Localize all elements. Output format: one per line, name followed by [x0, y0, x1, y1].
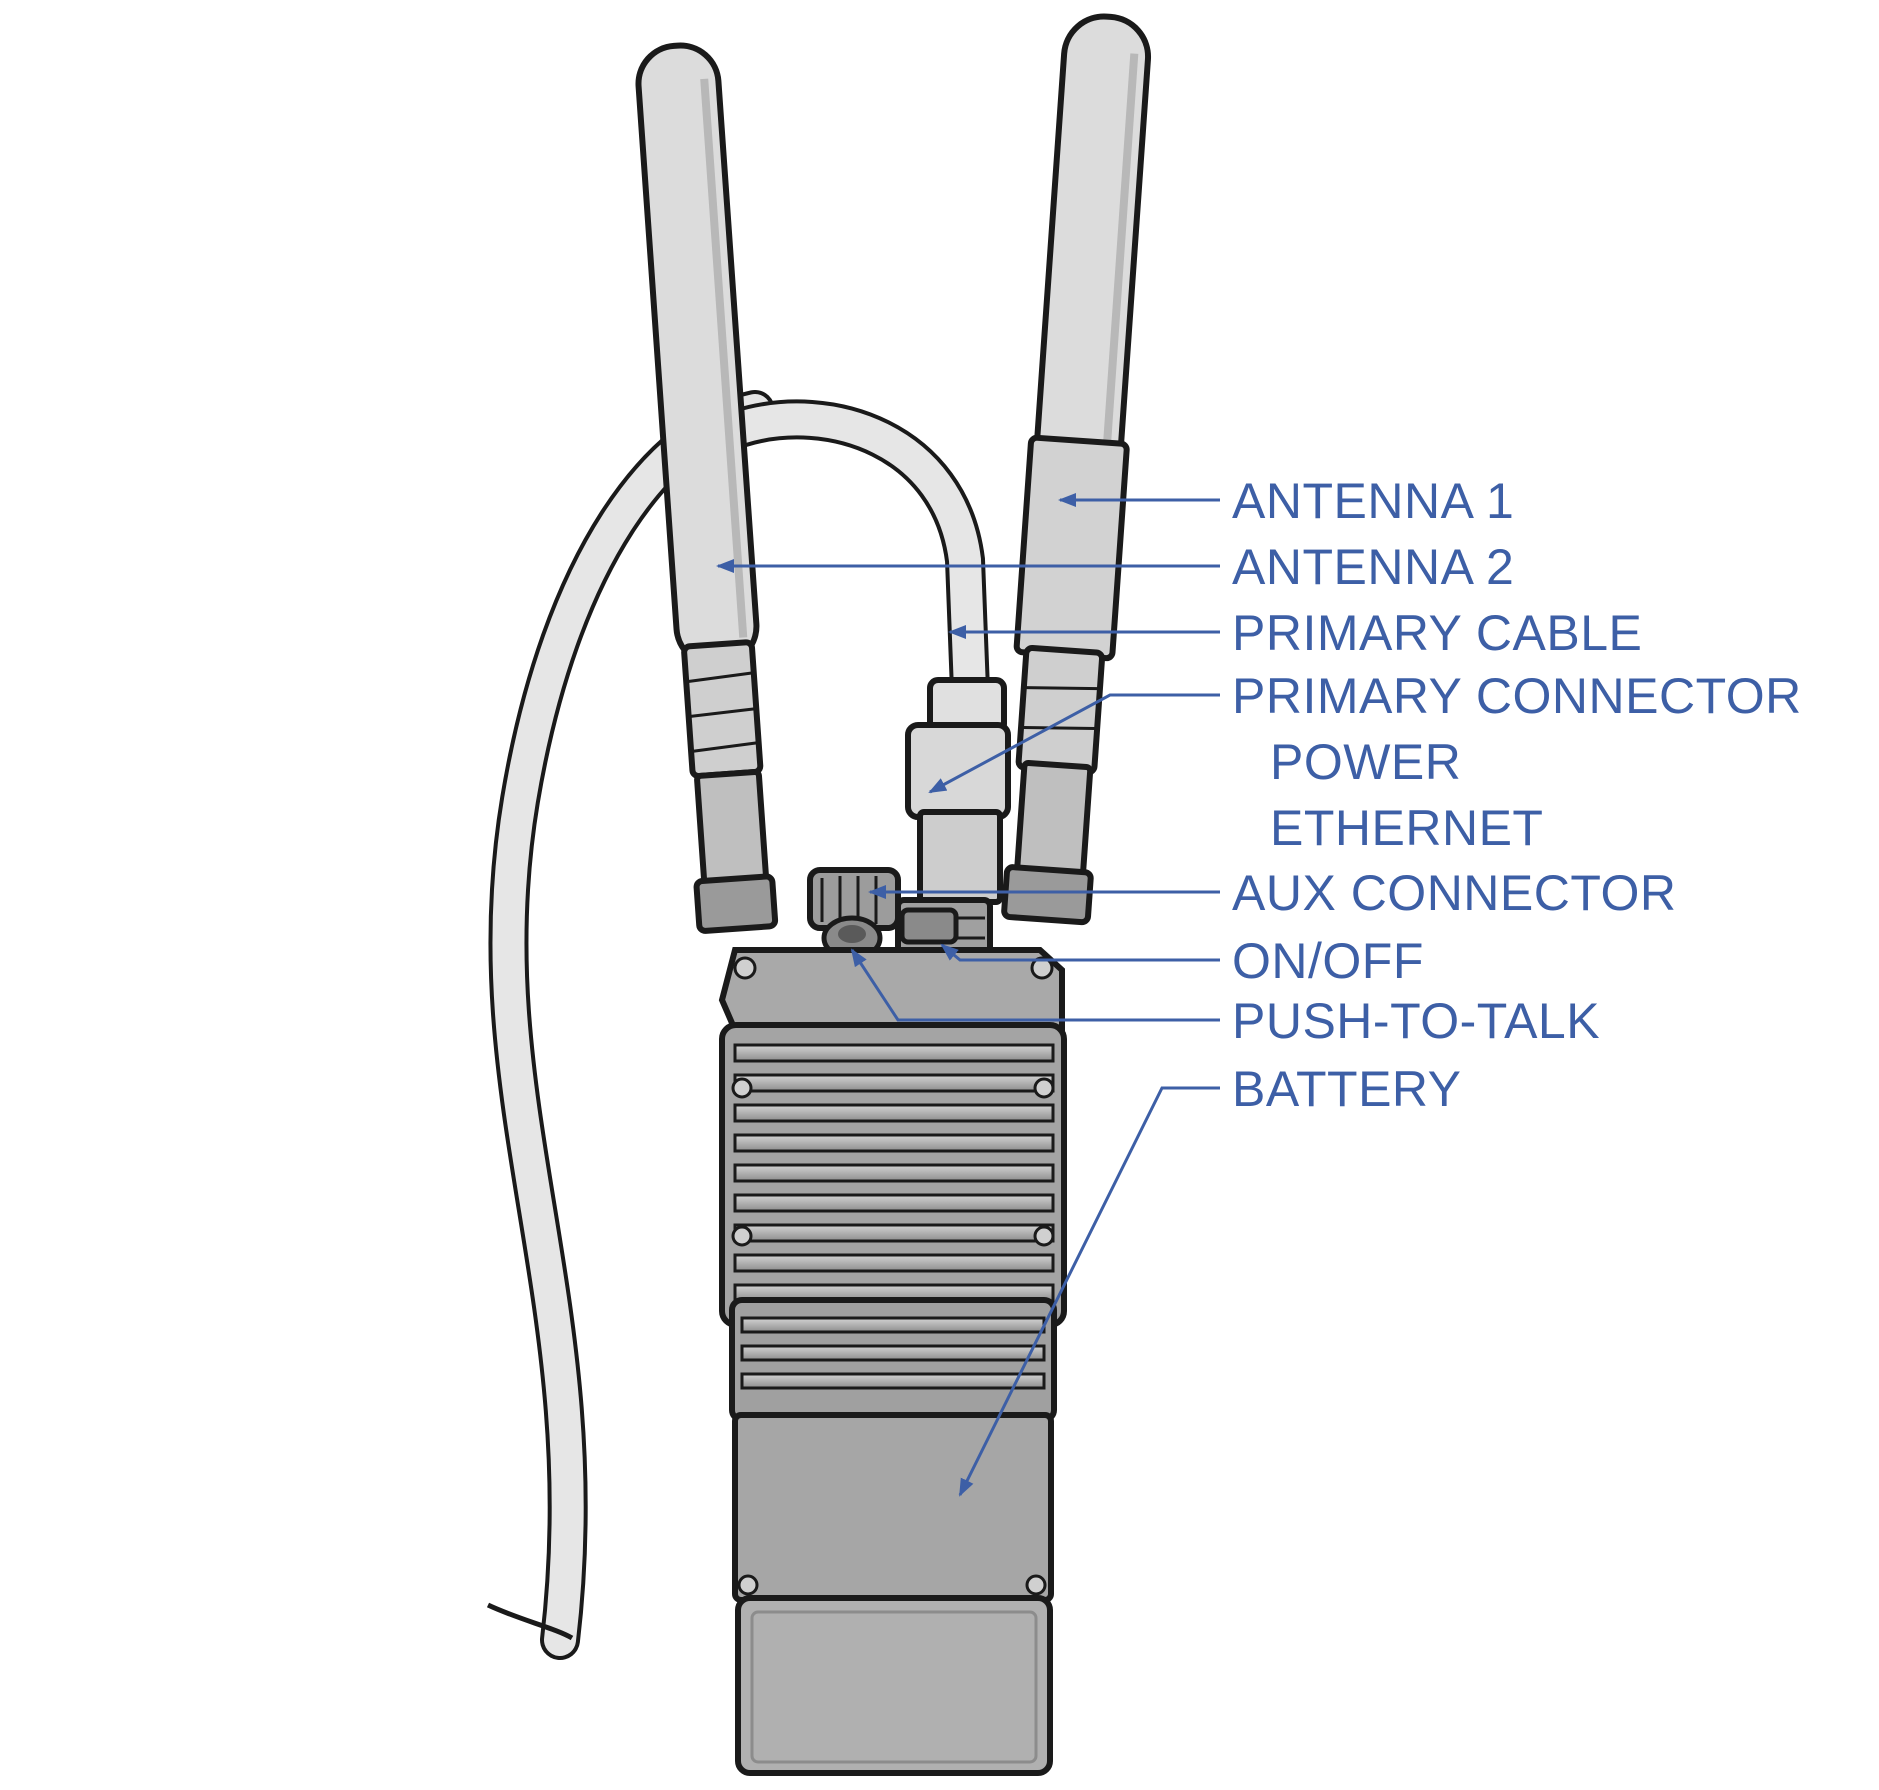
label-push-to-talk: PUSH-TO-TALK: [1232, 993, 1600, 1049]
label-antenna1: ANTENNA 1: [1232, 473, 1514, 529]
callout-labels: ANTENNA 1 ANTENNA 2 PRIMARY CABLE PRIMAR…: [1232, 473, 1802, 1117]
on-off-switch: [899, 907, 959, 945]
antenna-1: [1001, 13, 1152, 926]
antenna-2: [635, 42, 779, 934]
heatsink-fins: [733, 1043, 1055, 1303]
long-cable: [486, 390, 775, 1660]
leader-battery: [958, 1086, 1220, 1497]
aux-connector: [807, 867, 901, 931]
callout-lines: [716, 493, 1220, 1497]
label-aux-connector: AUX CONNECTOR: [1232, 865, 1677, 921]
label-ethernet: ETHERNET: [1270, 800, 1543, 856]
leader-push-to-talk: [850, 948, 1220, 1022]
leader-on-off: [940, 943, 1220, 962]
label-power: POWER: [1270, 734, 1461, 790]
label-on-off: ON/OFF: [1232, 933, 1424, 989]
label-battery: BATTERY: [1232, 1061, 1461, 1117]
label-primary-connector: PRIMARY CONNECTOR: [1232, 668, 1802, 724]
label-primary-cable: PRIMARY CABLE: [1232, 605, 1642, 661]
radio-body: [718, 947, 1067, 1603]
leader-primary-connector: [928, 693, 1220, 794]
battery: [735, 1595, 1053, 1776]
label-antenna2: ANTENNA 2: [1232, 539, 1514, 595]
